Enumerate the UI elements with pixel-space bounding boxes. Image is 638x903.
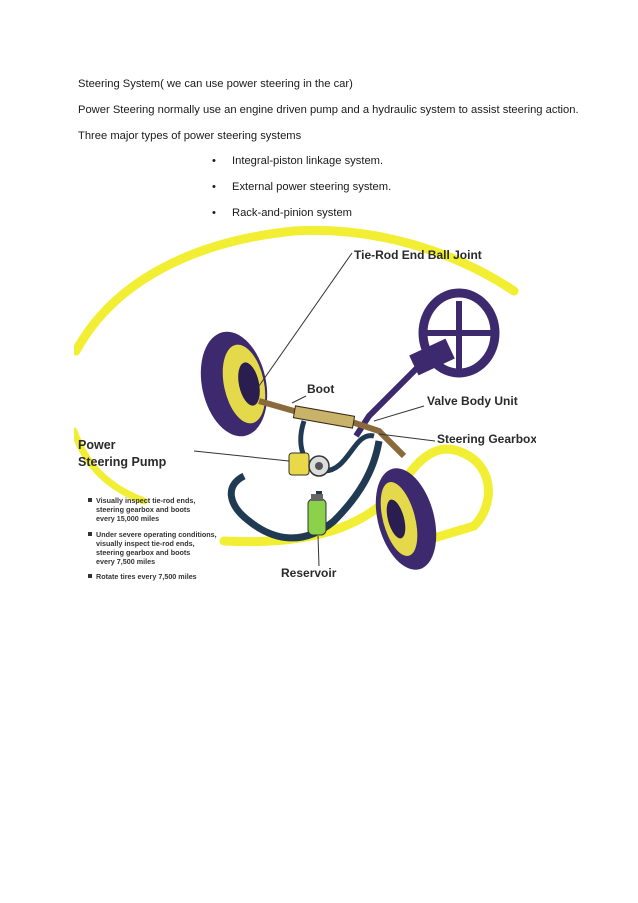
label-power-steering-pump-line-2: Steering Pump — [78, 455, 167, 469]
list-item: • Rack-and-pinion system — [212, 206, 391, 232]
steering-types-list: • Integral-piston linkage system. • Extern… — [212, 154, 391, 232]
note-line: every 7,500 miles — [96, 557, 155, 566]
power-steering-pump — [288, 452, 330, 477]
steering-rack — [258, 398, 407, 459]
diagram-illustration: Tie-Rod End Ball Joint Boot Valve Body U… — [74, 225, 536, 581]
maintenance-notes: Visually inspect tie-rod ends, steering … — [88, 496, 217, 581]
steering-column — [353, 363, 422, 438]
note-line: steering gearbox and boots — [96, 548, 190, 557]
note-line: every 15,000 miles — [96, 514, 159, 523]
bullet-marker: • — [212, 155, 216, 167]
reservoir — [307, 494, 327, 536]
note-bullet — [88, 574, 92, 578]
list-item: • Integral-piston linkage system. — [212, 154, 391, 180]
bullet-marker: • — [212, 181, 216, 193]
car-outline — [74, 225, 519, 356]
hydraulic-hose-2 — [227, 440, 383, 542]
right-tire — [375, 468, 437, 570]
left-tire — [200, 331, 268, 437]
list-item-text: External power steering system. — [232, 181, 392, 193]
list-item: • External power steering system. — [212, 180, 391, 206]
steering-wheel — [409, 288, 500, 378]
label-steering-gearbox: Steering Gearbox — [437, 432, 536, 446]
note-line: Rotate tires every 7,500 miles — [96, 572, 197, 581]
label-power-steering-pump-line-1: Power — [78, 438, 116, 452]
bullet-marker: • — [212, 207, 216, 219]
power-steering-diagram: Tie-Rod End Ball Joint Boot Valve Body U… — [74, 221, 536, 587]
label-reservoir: Reservoir — [281, 566, 337, 580]
leader-lines — [193, 252, 436, 567]
car-outline-front — [74, 427, 148, 505]
note-line: steering gearbox and boots — [96, 505, 190, 514]
note-line: Under severe operating conditions, — [96, 530, 217, 539]
note-bullet — [88, 532, 92, 536]
label-valve-body-unit: Valve Body Unit — [427, 394, 518, 408]
intro-text: Power Steering normally use an engine dr… — [78, 104, 579, 116]
types-intro-text: Three major types of power steering syst… — [78, 130, 302, 142]
list-item-text: Rack-and-pinion system — [232, 207, 353, 219]
heading-text: Steering System( we can use power steeri… — [78, 78, 353, 90]
note-line: Visually inspect tie-rod ends, — [96, 496, 195, 505]
label-boot: Boot — [307, 382, 334, 396]
note-line: visually inspect tie-rod ends, — [96, 539, 195, 548]
note-bullet — [88, 498, 92, 502]
label-tie-rod-end-ball-joint: Tie-Rod End Ball Joint — [354, 248, 482, 262]
list-item-text: Integral-piston linkage system. — [232, 155, 384, 167]
